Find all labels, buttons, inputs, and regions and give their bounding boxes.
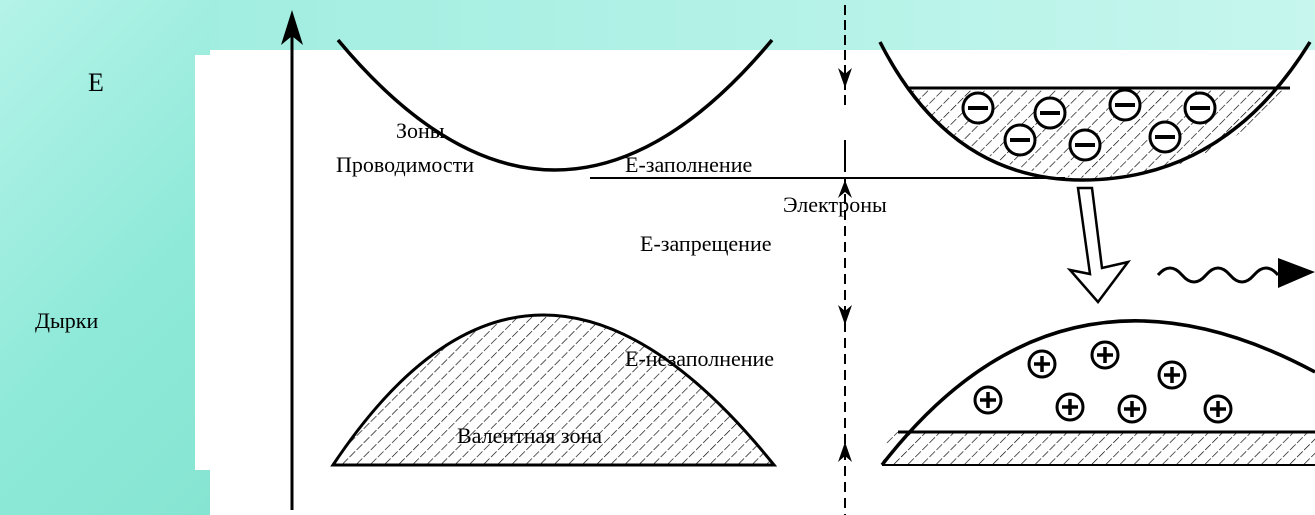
valence-band-dome <box>330 313 778 467</box>
hole-2 <box>1090 340 1120 370</box>
electrons-label: Электроны <box>783 192 887 217</box>
hole-5 <box>1055 392 1085 422</box>
electron-2 <box>1033 96 1067 130</box>
forbidden-energy-label: E-запрещение <box>640 231 772 256</box>
hole-6 <box>1117 394 1147 424</box>
electron-6 <box>1068 128 1102 162</box>
energy-axis-label: E <box>88 68 104 97</box>
electron-3 <box>1108 88 1142 122</box>
conduction-band-curve <box>336 38 774 172</box>
holes-label: Дырки <box>35 308 99 333</box>
central-energy-markers <box>838 5 852 515</box>
white-panel <box>195 55 215 470</box>
hole-3 <box>1157 360 1187 390</box>
hole-1 <box>1027 349 1057 379</box>
right-valence-band <box>880 319 1315 467</box>
top-background <box>0 0 1315 50</box>
left-background-panel <box>0 0 210 515</box>
unfilled-energy-label: E-незаполнение <box>625 346 775 371</box>
right-conduction-band <box>878 41 1312 182</box>
electron-4 <box>1183 91 1217 125</box>
valence-zone-label: Валентная зона <box>457 423 603 448</box>
fill-energy-label: E-заполнение <box>625 152 753 177</box>
hole-4 <box>973 385 1003 415</box>
electron-1 <box>961 91 995 125</box>
conduction-zone-label-line2: Проводимости <box>336 152 475 177</box>
energy-axis-arrow <box>281 10 303 510</box>
electron-5 <box>1003 123 1037 157</box>
conduction-zone-label-line1: Зоны <box>396 118 445 143</box>
electron-7 <box>1148 120 1182 154</box>
hole-symbols <box>973 340 1233 424</box>
photon-emission-arrow <box>1156 258 1315 288</box>
hole-7 <box>1203 394 1233 424</box>
electron-symbols <box>961 88 1217 162</box>
transition-arrow <box>1066 186 1132 304</box>
